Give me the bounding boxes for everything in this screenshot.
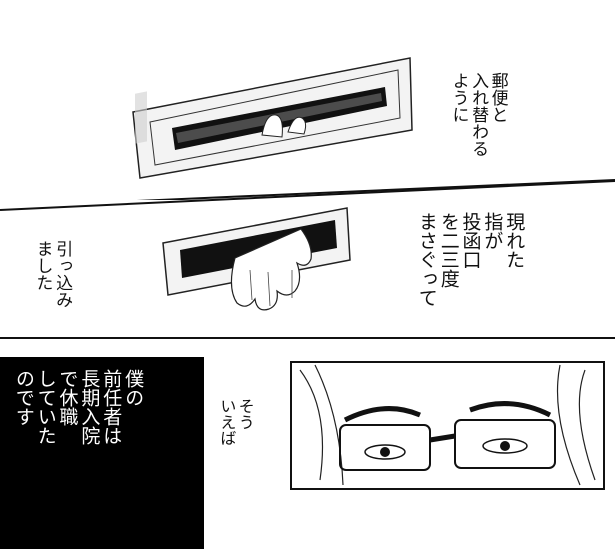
fingers-in-slot-drawing [0, 180, 615, 339]
panel-2: 現れた 指が 投函口 を二三度 まさぐって 引っ込み ました [0, 180, 615, 345]
narration-box: 僕の 前任者は 長期入院 で休職 していた のです [0, 357, 204, 549]
caption-fingers-appeared: 現れた 指が 投函口 を二三度 まさぐって [415, 212, 526, 307]
caption-predecessor: 僕の 前任者は 長期入院 で休職 していた のです [12, 369, 145, 445]
caption-come-to-think: そう いえば [217, 398, 255, 446]
panel-1: 郵便と 入れ替わる ように [0, 0, 615, 200]
caption-pulled-back: 引っ込み ました [32, 240, 73, 308]
mail-slot-drawing [132, 57, 615, 200]
caption-mail-swap: 郵便と 入れ替わる ように [448, 72, 508, 157]
